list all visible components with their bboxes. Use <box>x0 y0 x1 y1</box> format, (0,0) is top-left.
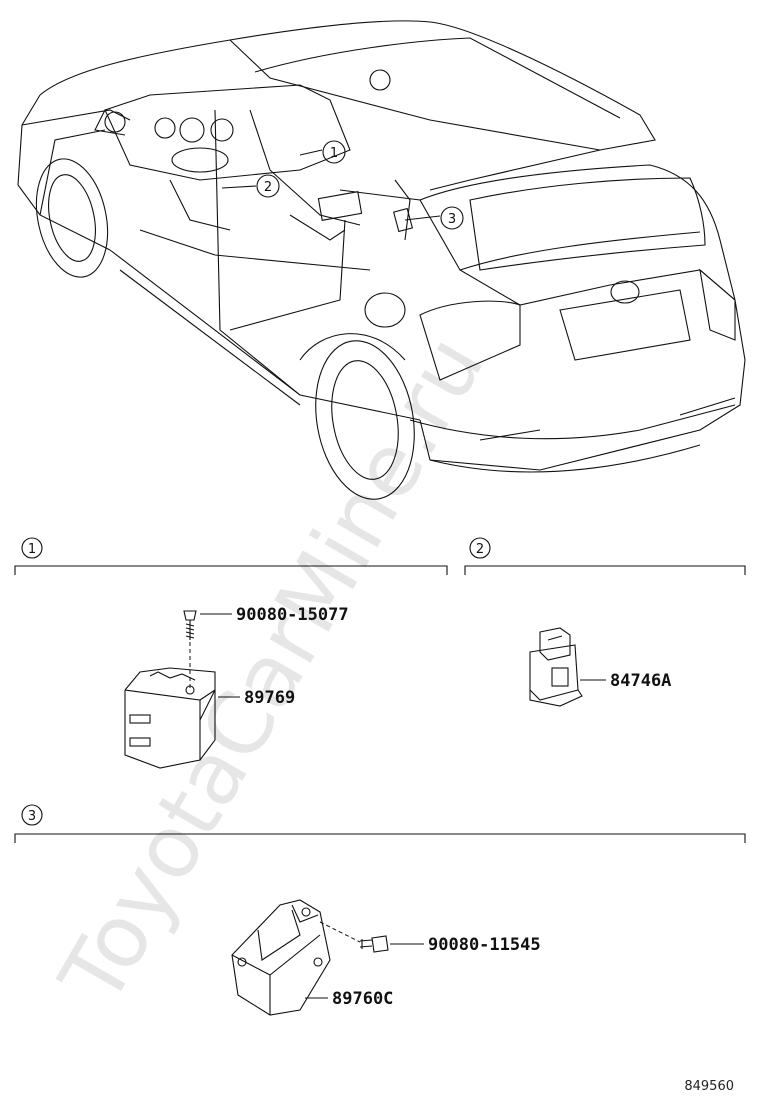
callout-leaders <box>221 149 441 233</box>
part-number-90080-15077: 90080-15077 <box>236 605 349 625</box>
callout-3: 3 <box>440 206 464 230</box>
switch-icon <box>529 627 583 707</box>
section-3-number: 3 <box>28 809 36 824</box>
svg-text:3: 3 <box>448 212 456 227</box>
section-2-number: 2 <box>476 542 484 557</box>
part-number-89769: 89769 <box>244 688 295 708</box>
bolt-icon <box>183 610 197 640</box>
car-illustration <box>17 20 746 500</box>
callout-2: 2 <box>256 174 280 198</box>
callout-1: 1 <box>322 140 346 164</box>
control-module-icon <box>231 899 331 1016</box>
watermark-text: ToyotaCarMine.ru <box>41 320 504 1022</box>
section-2-bracket <box>464 565 746 575</box>
part-number-90080-11545: 90080-11545 <box>428 935 541 955</box>
section-2: 2 84746A <box>464 537 746 707</box>
part-number-89760C: 89760C <box>332 989 393 1009</box>
relay-module-icon <box>124 667 216 769</box>
section-3-bracket <box>14 833 746 843</box>
bolt-icon <box>359 935 389 953</box>
section-1-number: 1 <box>28 542 36 557</box>
section-1: 1 90080-15077 89769 <box>14 537 448 769</box>
diagram-code: 849560 <box>684 1079 734 1094</box>
section-3: 3 90080-11545 89760C <box>14 804 746 1016</box>
section-1-bracket <box>14 565 448 575</box>
svg-text:1: 1 <box>330 146 338 161</box>
part-number-84746A: 84746A <box>610 671 671 691</box>
svg-text:2: 2 <box>264 180 272 195</box>
